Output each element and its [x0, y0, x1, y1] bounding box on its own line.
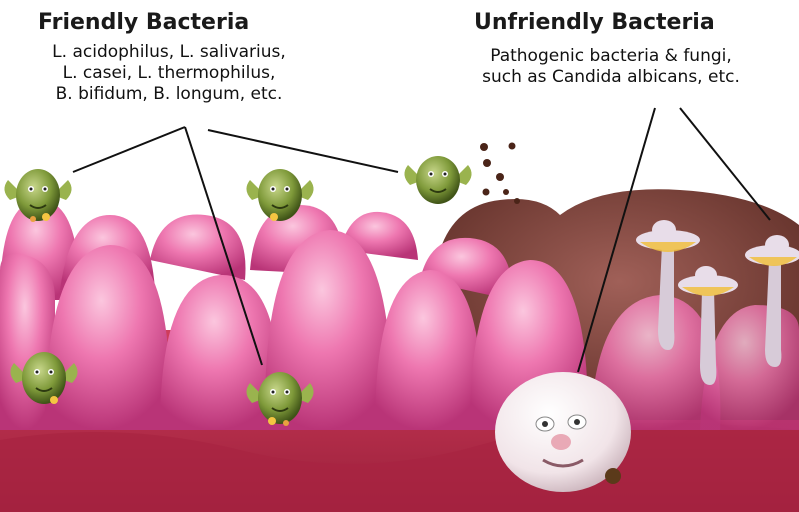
spore-particles — [480, 143, 520, 205]
unfriendly-line-2: such as Candida albicans, etc. — [436, 67, 786, 88]
friendly-bacterium-icon — [404, 156, 471, 204]
unfriendly-bacteria-description: Pathogenic bacteria & fungi, such as Can… — [436, 46, 786, 88]
friendly-line-2: L. casei, L. thermophilus, — [8, 63, 330, 84]
friendly-line-3: B. bifidum, B. longum, etc. — [8, 84, 330, 105]
pathogen-blob-icon — [495, 372, 631, 492]
pointer-line-1 — [73, 127, 185, 172]
friendly-line-1: L. acidophilus, L. salivarius, — [8, 42, 330, 63]
friendly-bacteria-heading: Friendly Bacteria — [38, 10, 249, 35]
unfriendly-line-1: Pathogenic bacteria & fungi, — [436, 46, 786, 67]
unfriendly-bacteria-heading: Unfriendly Bacteria — [474, 10, 715, 35]
friendly-bacteria-list: L. acidophilus, L. salivarius, L. casei,… — [8, 42, 330, 105]
pointer-line-3 — [208, 130, 398, 172]
